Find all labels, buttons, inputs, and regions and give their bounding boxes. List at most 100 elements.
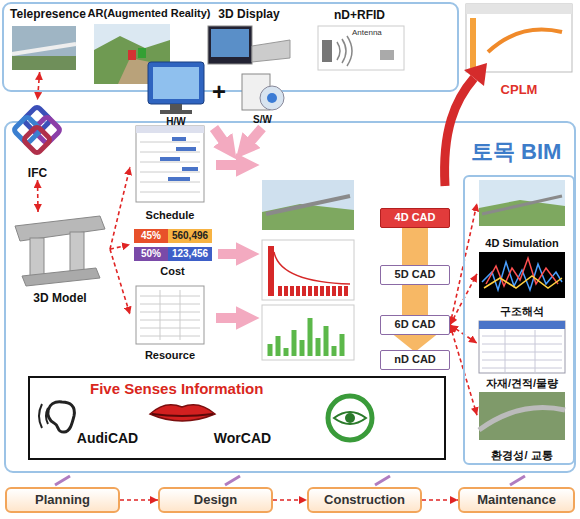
eye-shape [334,412,366,424]
image-box: Telepresence [6,7,90,72]
thumbnail-grid [482,330,562,372]
connector-arrow [110,245,130,250]
phase-box: Construction [307,487,422,513]
node-label: Design [194,492,237,508]
resource-chart [262,305,354,360]
pink-block-arrow [216,160,238,170]
ifc-logo-part [23,126,51,154]
node-label: Cost [130,263,215,279]
phase-box: Planning [5,487,120,513]
connector-arrow [422,499,458,501]
cad-box: 6D CAD [380,315,450,335]
pier-column [30,238,44,276]
main-panel [5,122,575,472]
ar-marker [128,50,136,60]
schedule-screenshot [136,126,204,202]
percent-value: 50% [134,247,168,261]
ifc-logo [13,106,61,154]
model-box: 3D Model [10,212,110,305]
pier-cap [15,216,105,241]
node-label: 구조해석 [500,305,544,318]
hardware-icon: H/W [145,60,207,128]
data-box: 45%560,49650%123,456Cost [130,225,215,281]
node-label: Resource [145,349,195,362]
cplm-arrowhead [464,63,487,86]
display-panel [252,40,290,62]
application-item: 자재/견적/물량 [477,318,567,390]
node-label: S/W [253,114,272,126]
connector-arrow [120,499,158,501]
connector-arrow [110,249,130,314]
node-label: Schedule [146,209,195,222]
sense-item: AudiCAD [70,428,145,448]
cost-bar [134,229,168,243]
screenshot-header [136,126,204,133]
cplm-logo [488,30,562,53]
node-label: 자재/견적/물량 [486,377,558,390]
data-box: Resource [130,283,210,362]
top-panel [3,3,458,91]
node-label: 6D CAD [395,318,436,331]
ar-marker [138,48,146,58]
rfid-tag [380,50,394,60]
screenshot-grid [140,290,200,340]
node-label: Construction [324,492,405,508]
senses-box: Five Senses InformationAudiCADWorCAD [28,376,446,460]
percent-value: 45% [134,229,168,243]
ifc-logo-part [13,116,41,144]
sound-waves [39,404,48,428]
node-label: 4D CAD [395,211,436,224]
telepresence-photo [12,26,76,70]
lips-line [152,414,213,416]
node-label: 3D Display [218,7,279,21]
software-icon: S/W [235,70,290,126]
analysis-plot [486,258,558,286]
pink-block-arrow [250,128,262,142]
application-item: 환경성/ 교통 [477,390,567,462]
image-box: 3D Display [205,7,293,69]
node-label: Planning [35,492,90,508]
chart-bar [268,246,274,296]
node-label: CPLM [501,82,538,98]
thumbnail-road [479,408,565,431]
cost-value: 560,496 [168,229,212,243]
image-box: nD+RFID Antenna [312,7,407,72]
node-label: nD+RFID [312,7,407,23]
computer-screen [153,67,199,99]
chart-bars [280,286,346,296]
cad-box: 5D CAD [380,265,450,285]
environment-thumbnail [479,392,565,440]
simulation-image [262,180,354,230]
logo-box: IFC [5,100,70,180]
image-box: AR(Augmented Reality) [84,7,215,87]
software-disc [260,86,284,110]
bim-panel: 토목 BIM4D Simulation구조해석자재/견적/물량환경성/ 교통 [463,175,575,465]
ifc-logo-part [23,106,51,134]
analysis-plot [484,276,562,288]
data-box: Schedule [130,122,210,222]
thumbnail-header [479,321,565,329]
connector-group [38,72,478,500]
plus-sign: + [212,78,226,107]
simulation-thumbnail [479,180,565,226]
cad-box: 4D CAD [380,208,450,228]
cplm-sidebar [470,18,476,68]
sense-item: WorCAD [205,428,280,448]
node-label: Telepresence [10,7,86,21]
telepresence-bridge [12,44,76,54]
node-label: Maintenance [477,492,556,508]
node-label: WorCAD [214,430,271,447]
lips-icon [150,405,215,421]
software-disc-center [267,93,277,103]
application-item: 4D Simulation [477,178,567,250]
cost-bar [168,229,212,243]
connector-arrow [37,180,39,212]
antenna-label: Antenna [352,28,402,38]
pink-block-arrow [216,313,238,323]
thumbnail-bridge [482,196,562,214]
cost-bar [134,247,168,261]
rfid-waves [337,36,352,66]
pier-footing [22,268,100,286]
node-label: nD CAD [394,353,436,366]
